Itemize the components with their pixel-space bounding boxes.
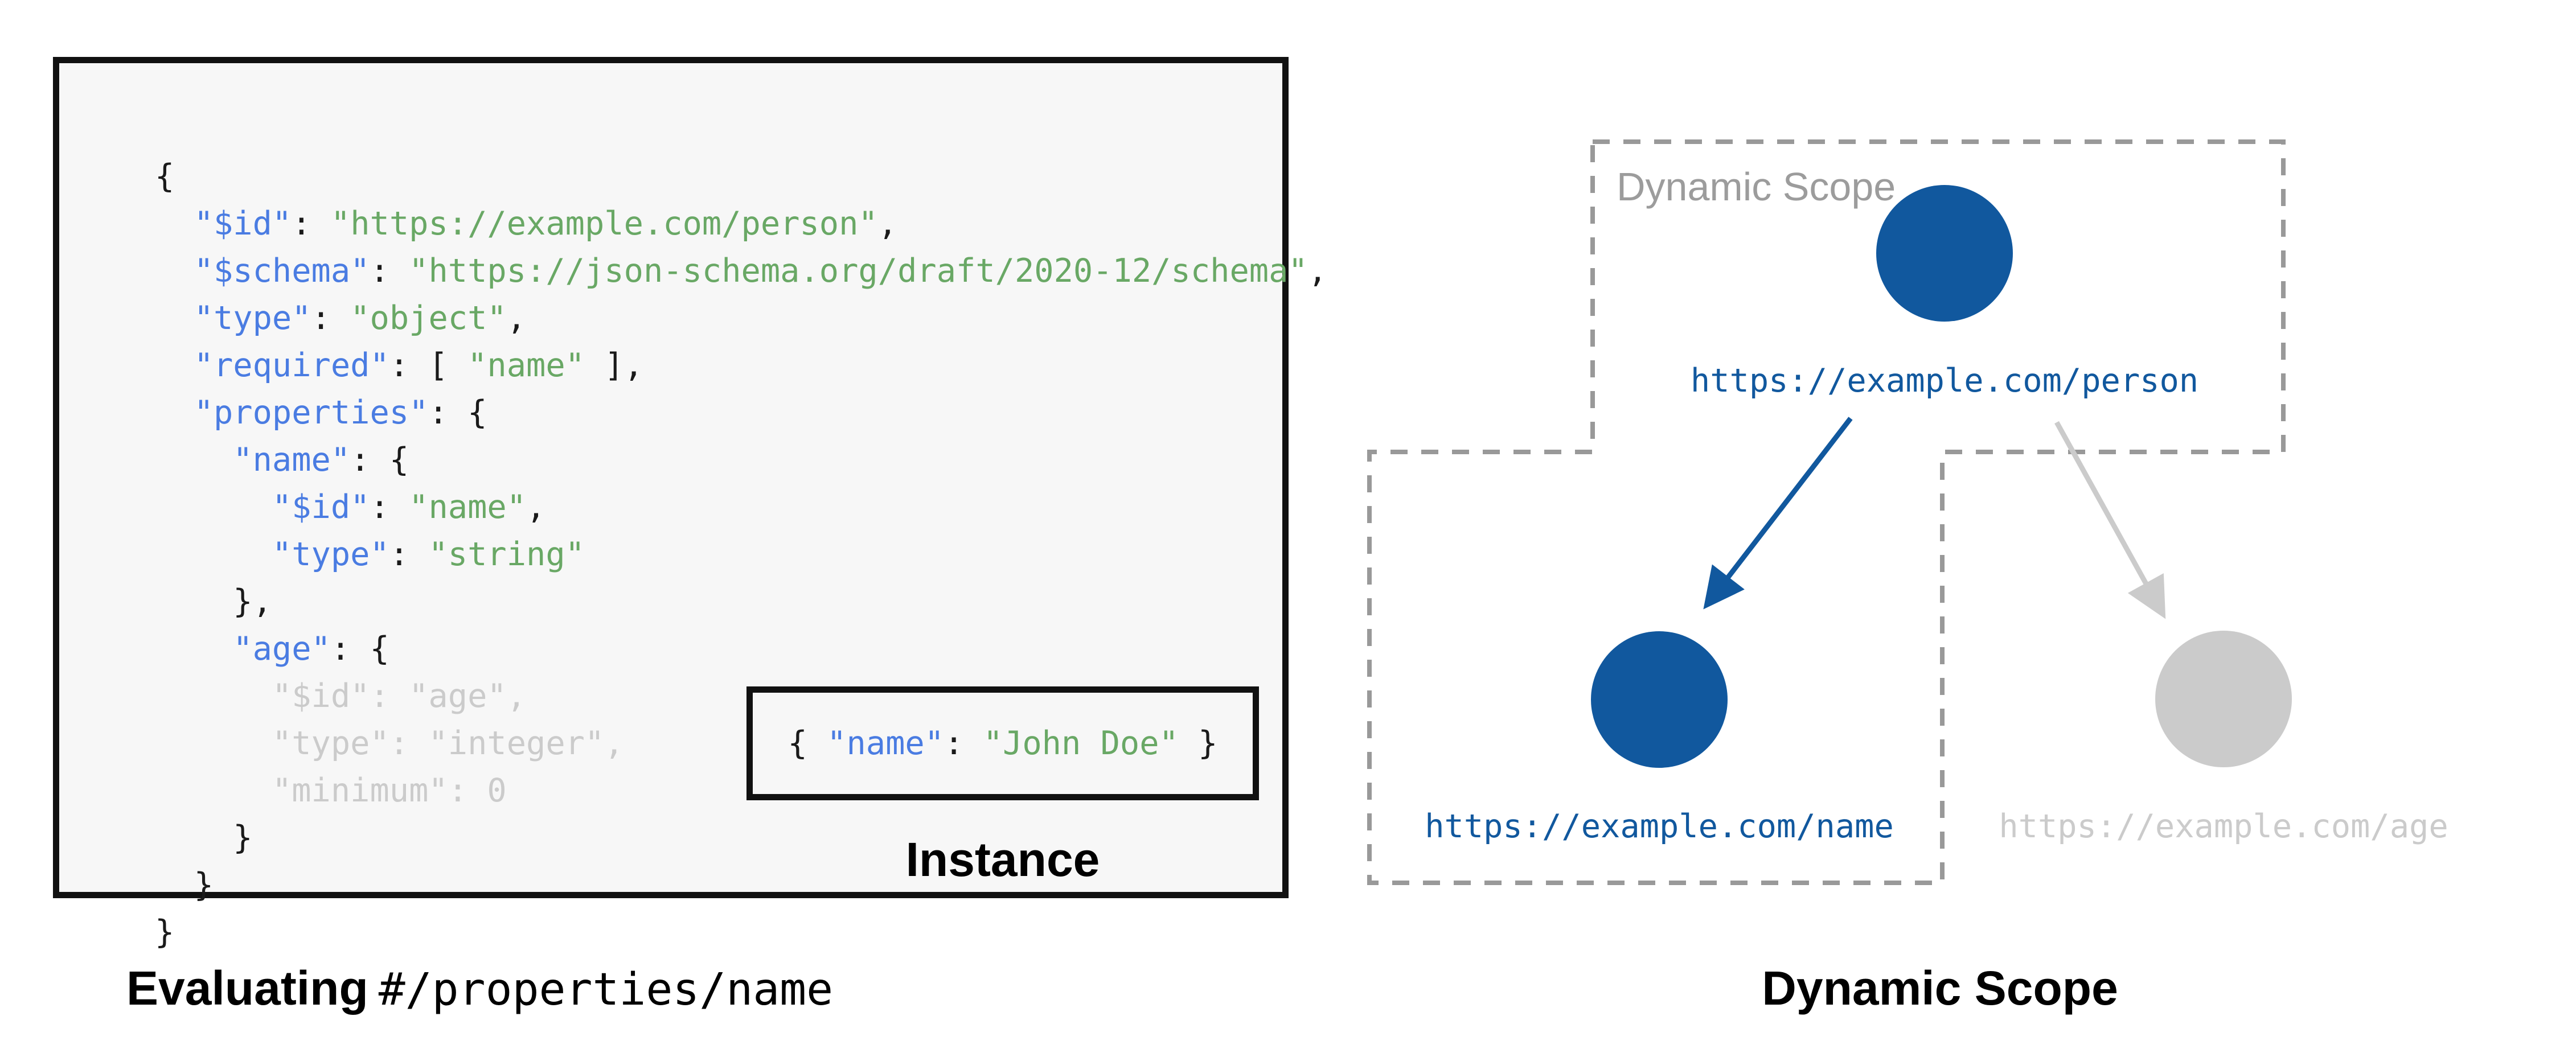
name-node-label: https://example.com/name [1425, 808, 1894, 845]
name-node-circle [1591, 631, 1728, 768]
schema-json-code: { "$id": "https://example.com/person", "… [155, 158, 1328, 951]
schema-code-box: { "$id": "https://example.com/person", "… [53, 57, 1327, 951]
age-node-circle [2155, 631, 2292, 767]
left-caption: Evaluating#/properties/name [126, 960, 833, 1018]
dynamic-scope-boundary [1367, 139, 2286, 885]
person-node-circle [1876, 185, 2013, 322]
instance-box: { "name": "John Doe" } [746, 686, 1259, 800]
left-caption-keyword: Evaluating [126, 961, 368, 1015]
age-node-label: https://example.com/age [1999, 808, 2448, 845]
person-to-name-arrow [1703, 417, 1853, 610]
person-to-age-arrow [2054, 421, 2166, 619]
instance-label: Instance [905, 833, 1100, 886]
right-caption: Dynamic Scope [1762, 961, 2118, 1015]
dynamic-scope-region-label: Dynamic Scope [1617, 164, 1896, 209]
person-node-label: https://example.com/person [1690, 362, 2199, 400]
left-caption-pointer: #/properties/name [378, 964, 834, 1015]
instance-json-code: { "name": "John Doe" } [787, 724, 1218, 762]
